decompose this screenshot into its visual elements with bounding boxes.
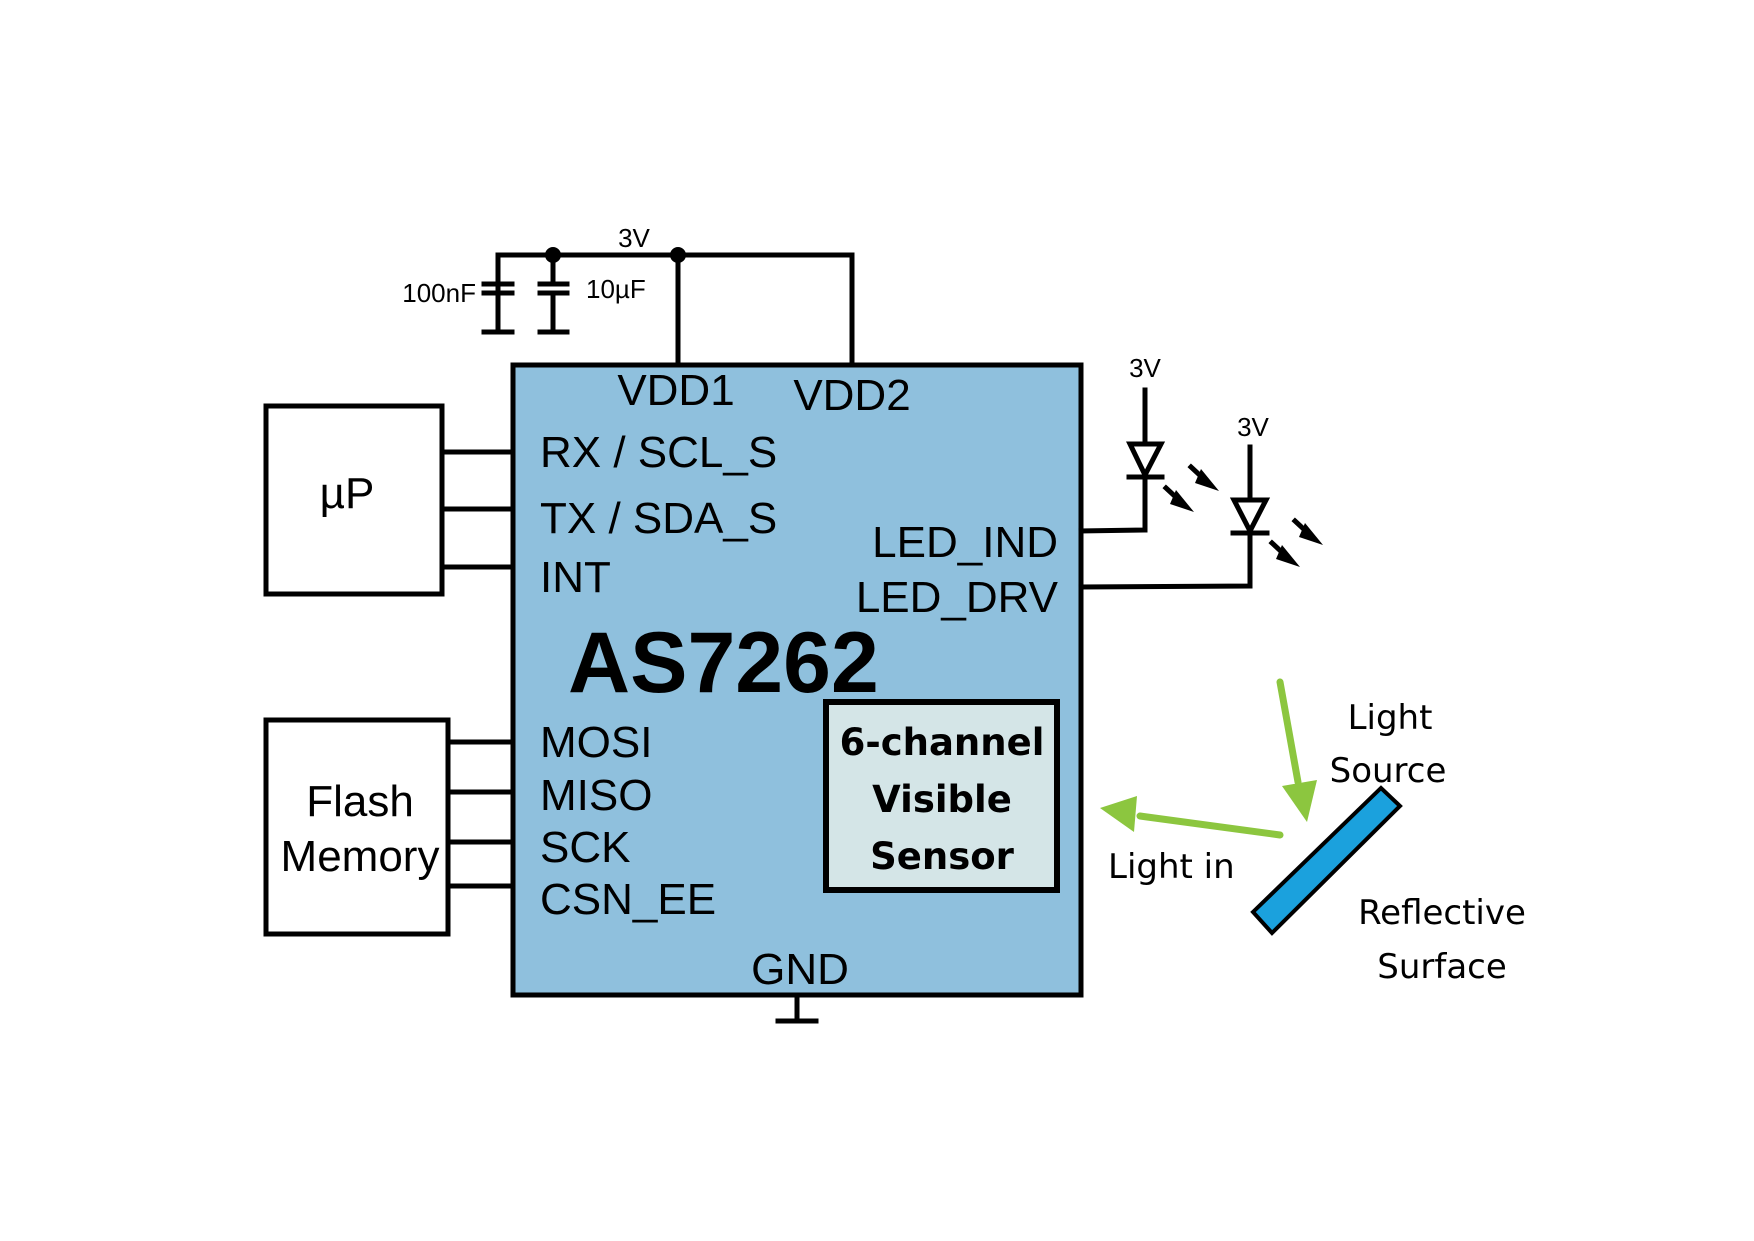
pin-vdd2: VDD2 (793, 371, 910, 420)
sensor-block: 6-channel Visible Sensor (823, 699, 1060, 893)
pin-tx-sda: TX / SDA_S (540, 494, 777, 543)
led2-emission-arrows-icon (1268, 517, 1323, 567)
reflective-surface (1250, 785, 1403, 936)
flash-label-line1: Flash (306, 777, 414, 826)
cap-10uf-label: 10µF (586, 274, 646, 304)
pin-led-drv: LED_DRV (856, 573, 1059, 622)
ground-symbol (775, 992, 819, 1024)
reflected-arrow-head-icon (1100, 796, 1137, 832)
pin-int: INT (540, 553, 611, 602)
chip-name: AS7262 (568, 615, 879, 711)
led-driver: 3V (1078, 412, 1323, 590)
microprocessor-label: µP (320, 469, 375, 518)
sensor-label-line1: 6-channel (840, 721, 1045, 764)
pin-rx-scl: RX / SCL_S (540, 428, 777, 477)
led1-supply-label: 3V (1129, 353, 1161, 383)
cap-100nf-label: 100nF (402, 278, 476, 308)
optical-path: Light Source Light in Reflective Surface (1100, 678, 1526, 987)
light-source-label-line2: Source (1330, 751, 1447, 791)
led2-diode-icon (1229, 497, 1271, 537)
led1-diode-icon (1126, 441, 1166, 481)
pin-gnd: GND (751, 945, 849, 994)
led-drv-wire (1078, 530, 1253, 590)
rail-voltage-label: 3V (618, 223, 650, 253)
capacitor-100nf: 100nF (402, 252, 515, 335)
pin-mosi: MOSI (540, 718, 652, 767)
sensor-label-line2: Visible (872, 778, 1012, 821)
pin-miso: MISO (540, 771, 652, 820)
reflective-label-line2: Surface (1377, 947, 1507, 987)
sensor-label-line3: Sensor (870, 835, 1015, 878)
led1-emission-arrows-icon (1162, 463, 1219, 512)
light-source-label-line1: Light (1348, 698, 1433, 738)
capacitor-10uf: 10µF (537, 252, 646, 335)
led-indicator: 3V (1078, 353, 1219, 534)
as7262-chip: VDD1 VDD2 RX / SCL_S TX / SDA_S INT AS72… (510, 362, 1084, 998)
flash-memory-block: Flash Memory (263, 717, 515, 937)
pin-vdd1: VDD1 (617, 366, 734, 415)
pin-csn-ee: CSN_EE (540, 875, 716, 924)
junction-dot (670, 247, 686, 263)
flash-label-line2: Memory (281, 832, 440, 881)
reflected-light-arrow (1136, 812, 1284, 839)
led2-supply-label: 3V (1237, 412, 1269, 442)
incident-light-arrow (1276, 678, 1302, 786)
microprocessor-block: µP (263, 403, 515, 597)
light-in-label: Light in (1108, 847, 1235, 887)
led-ind-wire (1078, 474, 1148, 534)
reflective-label-line1: Reflective (1358, 893, 1526, 933)
incident-arrow-head-icon (1282, 780, 1317, 822)
pin-sck: SCK (540, 823, 630, 872)
pin-led-ind: LED_IND (872, 518, 1058, 567)
